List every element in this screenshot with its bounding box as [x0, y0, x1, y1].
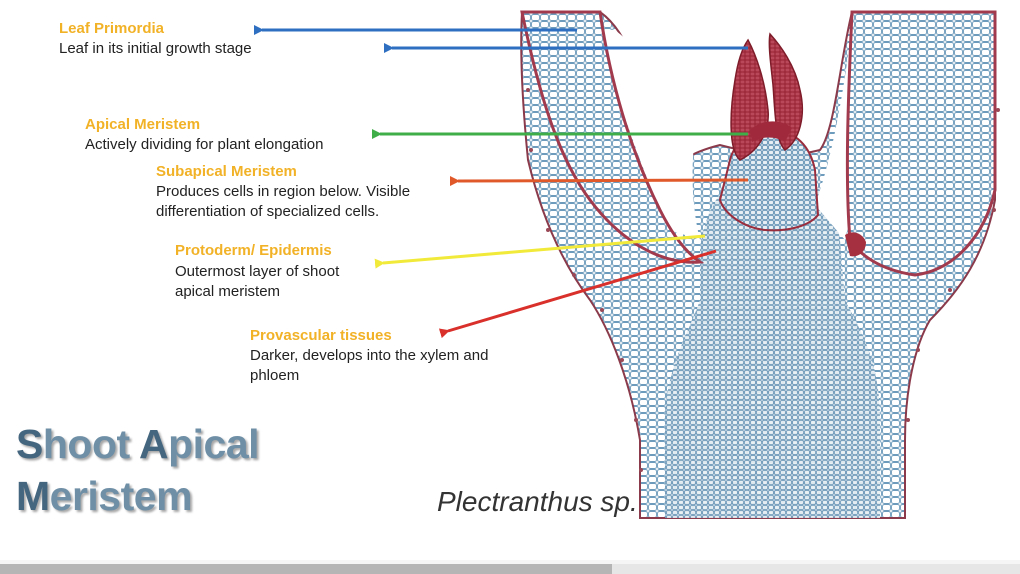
title-word-eristem: eristem — [49, 473, 193, 519]
leaf-primordium-right — [768, 32, 804, 151]
slide: Leaf Primordia Leaf in its initial growt… — [0, 0, 1020, 560]
label-protoderm-desc: Outermost layer of shoot apical meristem — [175, 263, 340, 300]
title-letter-m: M — [16, 473, 50, 519]
label-apical-meristem-title: Apical Meristem — [85, 116, 201, 133]
presentation-bottom-bar — [0, 560, 1020, 574]
label-leaf-primordia-title: Leaf Primordia — [59, 20, 165, 37]
title-letter-a: A — [139, 421, 169, 467]
species-caption: Plectranthus sp. — [437, 486, 638, 517]
slide-title: Shoot Apical Meristem — [16, 418, 260, 522]
label-provascular-desc: Darker, develops into the xylem and phlo… — [250, 347, 489, 384]
vascular-column — [665, 178, 880, 518]
title-letter-s: S — [16, 421, 43, 467]
label-subapical-meristem-title: Subapical Meristem — [156, 163, 297, 180]
right-outer-leaf — [845, 10, 997, 277]
label-protoderm-title: Protoderm/ Epidermis — [175, 242, 332, 259]
progress-bar[interactable] — [0, 564, 612, 574]
side-bud — [845, 232, 866, 257]
title-word-hoot: hoot — [42, 421, 140, 467]
apical-dome-cap — [750, 121, 792, 142]
label-provascular-title: Provascular tissues — [250, 327, 392, 344]
label-leaf-primordia-desc: Leaf in its initial growth stage — [59, 40, 252, 57]
label-subapical-meristem-desc: Produces cells in region below. Visible … — [156, 183, 411, 220]
micrograph-image — [520, 10, 1000, 519]
title-word-pical: pical — [168, 421, 260, 467]
label-apical-meristem-desc: Actively dividing for plant elongation — [85, 136, 324, 153]
